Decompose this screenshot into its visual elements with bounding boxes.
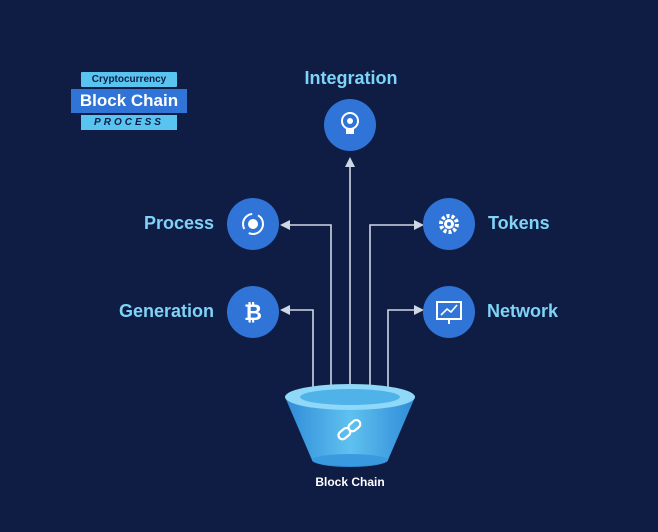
label-process: Process [143, 213, 214, 233]
label-integration: Integration [304, 68, 398, 88]
node-generation: ₿ [227, 286, 279, 338]
node-tokens [423, 198, 475, 250]
arrow-to-network [387, 305, 424, 387]
label-generation: Generation [118, 301, 214, 321]
arrow-to-generation [280, 305, 314, 387]
chain-link-icon [337, 418, 362, 441]
bitcoin-icon: ₿ [244, 300, 262, 325]
arrow-to-tokens [369, 220, 424, 387]
coin-cycle-icon [242, 213, 264, 235]
node-network [423, 286, 475, 338]
presentation-chart-icon [436, 301, 462, 324]
logo: Cryptocurrency Block Chain PROCESS [71, 72, 187, 132]
label-network: Network [487, 301, 559, 321]
label-tokens: Tokens [488, 213, 550, 233]
logo-bottom-line: PROCESS [81, 115, 177, 130]
lightbulb-gear-icon [341, 112, 359, 134]
logo-top-line: Cryptocurrency [81, 72, 177, 87]
connector-lines [280, 157, 424, 387]
gear-icon [439, 214, 459, 234]
node-process [227, 198, 279, 250]
arrow-to-process [280, 220, 332, 387]
node-integration [324, 99, 376, 151]
label-funnel: Block Chain [315, 475, 385, 489]
funnel [285, 384, 415, 467]
logo-main-line: Block Chain [71, 89, 187, 113]
